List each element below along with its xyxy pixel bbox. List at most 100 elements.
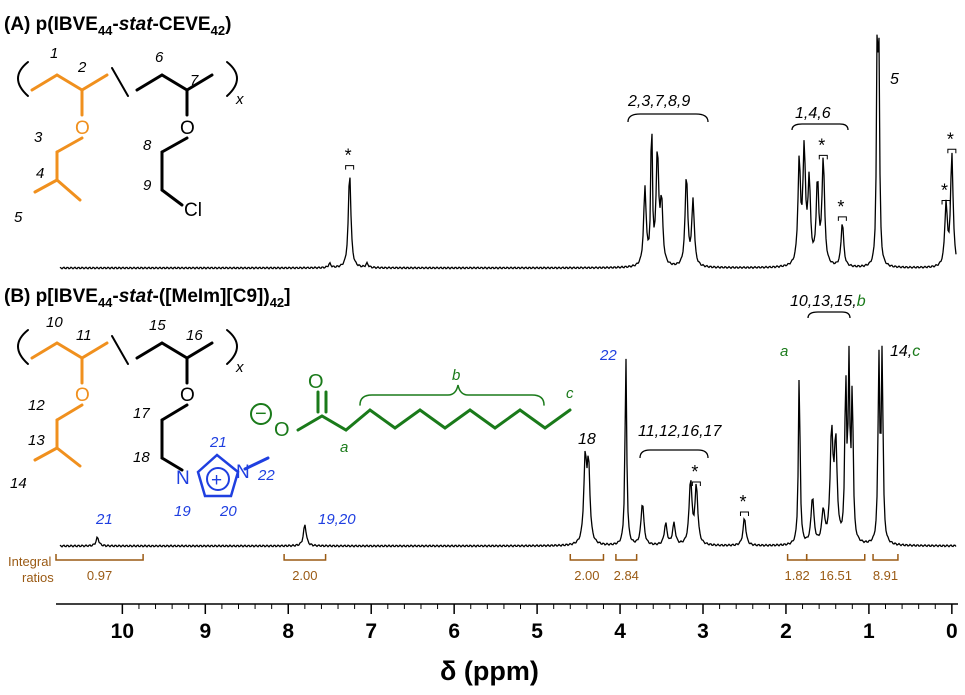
struct-label-x-b: x (235, 359, 244, 376)
minus-charge-circle (250, 403, 272, 425)
struct-label-13: 13 (28, 432, 45, 449)
struct-label-19: 19 (174, 503, 191, 520)
peak-label-b-10-15: 10,13,15,b (790, 293, 866, 310)
integral-bracket (569, 554, 605, 561)
integral-value: 8.91 (873, 568, 898, 583)
integral-bracket (872, 554, 899, 561)
peak-label-b-14-c: 14,c (890, 343, 920, 360)
plus-charge: + (211, 470, 222, 491)
integral-value: 2.00 (574, 568, 599, 583)
struct-label-1: 1 (50, 45, 58, 62)
integral-bracket (615, 554, 638, 561)
impurity-bracket (941, 200, 951, 205)
peak-label-b-18: 18 (578, 431, 596, 448)
atom-n2: N (236, 462, 250, 483)
integral-bracket (805, 554, 866, 561)
atom-o-keto: O (308, 371, 324, 393)
impurity-bracket (947, 148, 957, 154)
integral-title-line2: ratios (22, 570, 54, 585)
atom-cl-a: Cl (184, 200, 202, 221)
impurity-bracket (345, 165, 355, 170)
struct-label-2: 2 (77, 59, 87, 76)
x-tick-label: 2 (780, 620, 792, 643)
struct-label-21: 21 (209, 434, 227, 451)
x-tick-label: 8 (282, 620, 294, 643)
struct-label-10: 10 (46, 314, 63, 331)
peak-label-b-a: a (780, 343, 788, 360)
struct-label-16: 16 (186, 327, 203, 344)
spectrum-a (59, 34, 957, 270)
peak-label-b-22: 22 (599, 347, 617, 364)
spectrum-b (59, 345, 957, 548)
struct-label-22: 22 (257, 467, 275, 484)
x-tick-label: 3 (697, 620, 709, 643)
peak-label-b-19-20: 19,20 (318, 511, 356, 528)
impurity-star: * (947, 129, 954, 149)
impurity-bracket (818, 154, 828, 160)
impurity-star: * (941, 181, 948, 201)
integral-value: 2.00 (292, 568, 317, 583)
impurity-star: * (739, 492, 746, 512)
integral-value: 1.82 (784, 568, 809, 583)
x-tick-label: 7 (365, 620, 377, 643)
impurity-markers-a: * * * * * (345, 129, 957, 221)
peak-annotations-a (627, 113, 849, 131)
impurity-star: * (837, 197, 844, 217)
x-tick-label: 10 (111, 620, 134, 643)
integral-value: 16.51 (819, 568, 852, 583)
peak-label-a-2: 1,4,6 (795, 105, 831, 122)
x-tick-label: 1 (863, 620, 875, 643)
struct-label-20: 20 (219, 503, 237, 520)
x-tick-label: 9 (199, 620, 211, 643)
struct-label-6: 6 (155, 49, 164, 66)
atom-n1: N (176, 468, 190, 489)
impurity-star: * (345, 146, 352, 166)
anion-label-b: b (452, 367, 460, 384)
impurity-bracket (739, 511, 749, 517)
peak-label-a-3: 5 (890, 71, 899, 88)
peak-label-b-11-17: 11,12,16,17 (638, 423, 722, 440)
integral-bracket (786, 554, 808, 561)
x-tick-label: 6 (448, 620, 460, 643)
integral-bracket (283, 554, 327, 561)
struct-label-15: 15 (149, 317, 166, 334)
impurity-bracket (837, 216, 847, 221)
panel-b-title: (B) p[IBVE44-stat-([MeIm][C9])42] (4, 286, 290, 310)
struct-label-x-a: x (235, 91, 244, 108)
impurity-bracket (691, 481, 701, 486)
struct-label-3: 3 (34, 129, 43, 146)
panel-a-structure (17, 61, 238, 207)
atom-o-ibve-a: O (75, 118, 90, 139)
peak-label-a-1: 2,3,7,8,9 (627, 93, 690, 110)
peak-label-b-21: 21 (95, 511, 113, 528)
anion-label-a: a (340, 439, 348, 456)
impurity-star: * (691, 462, 698, 482)
panel-b-structure (17, 329, 572, 498)
atom-o-anion: O (274, 419, 290, 441)
struct-label-17: 17 (133, 405, 150, 422)
atom-o-ibve-b: O (75, 385, 90, 406)
struct-label-12: 12 (28, 397, 45, 414)
minus-charge: − (255, 403, 267, 425)
x-tick-label: 5 (531, 620, 543, 643)
struct-label-5: 5 (14, 209, 23, 226)
integral-value: 0.97 (87, 568, 112, 583)
peak-annotations-b (639, 311, 851, 459)
integral-title-line1: Integral (8, 554, 51, 569)
integral-value: 2.84 (614, 568, 639, 583)
struct-label-18: 18 (133, 449, 150, 466)
anion-label-c: c (566, 385, 574, 402)
impurity-markers-b: ** (691, 462, 749, 517)
integrals: 0.97 2.00 2.00 2.84 1.82 16.51 8.91 (55, 554, 899, 583)
x-axis-title: δ (ppm) (440, 656, 539, 686)
atom-o-ceve-a: O (180, 118, 195, 139)
x-tick-label: 4 (614, 620, 626, 643)
struct-label-7: 7 (190, 72, 199, 89)
struct-label-14: 14 (10, 475, 27, 492)
panel-a-title: (A) p(IBVE44-stat-CEVE42) (4, 14, 231, 38)
struct-label-8: 8 (143, 137, 152, 154)
impurity-star: * (818, 135, 825, 155)
struct-label-11: 11 (76, 327, 92, 344)
